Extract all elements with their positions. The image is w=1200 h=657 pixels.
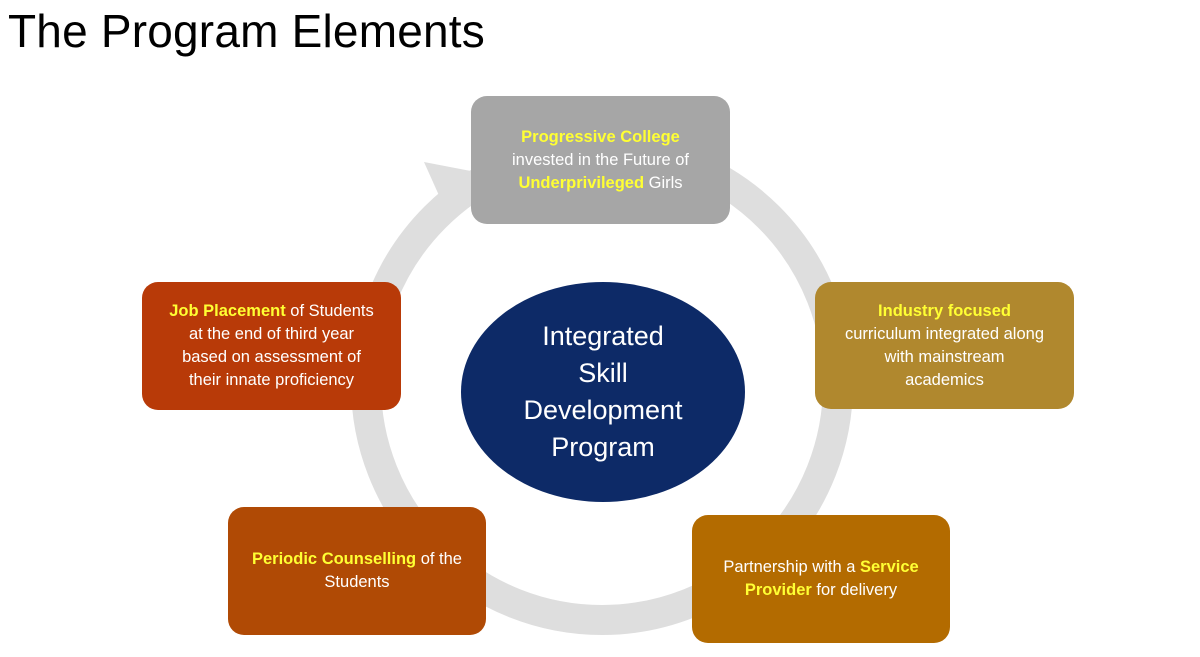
node-periodic-counselling: Periodic Counselling of the Students bbox=[228, 507, 486, 635]
cycle-arrow-head bbox=[424, 162, 476, 220]
page-title: The Program Elements bbox=[8, 5, 485, 57]
node-industry-focused: Industry focused curriculum integrated a… bbox=[815, 282, 1074, 409]
node-job-placement: Job Placement of Students at the end of … bbox=[142, 282, 401, 410]
node-industry-focused-line4: academics bbox=[905, 370, 984, 389]
center-line-1: Integrated bbox=[542, 321, 664, 351]
node-service-provider-highlight: Service bbox=[859, 558, 919, 576]
node-job-placement-line4: their innate proficiency bbox=[188, 371, 355, 389]
node-job-placement-highlight: Job Placement bbox=[169, 302, 286, 320]
node-progressive-college-rest: Girls bbox=[644, 173, 683, 192]
center-ellipse: Integrated Skill Development Program bbox=[461, 282, 745, 502]
node-periodic-counselling-rest: of the bbox=[416, 550, 462, 568]
node-service-provider-highlight2: Provider bbox=[744, 581, 812, 599]
node-progressive-college-highlight: Progressive College bbox=[521, 127, 680, 146]
center-line-2: Skill bbox=[578, 358, 628, 388]
node-service-provider: Partnership with a Service Provider for … bbox=[692, 515, 950, 643]
node-service-provider-rest: for delivery bbox=[811, 581, 898, 599]
node-job-placement-line3: based on assessment of bbox=[182, 348, 361, 366]
node-progressive-college: Progressive College invested in the Futu… bbox=[471, 96, 730, 224]
node-periodic-counselling-highlight: Periodic Counselling bbox=[252, 550, 417, 568]
node-service-provider-text: Partnership with a bbox=[723, 558, 860, 576]
node-industry-focused-line3: with mainstream bbox=[884, 347, 1005, 366]
node-progressive-college-line2: invested in the Future of bbox=[511, 150, 690, 169]
node-periodic-counselling-line2: Students bbox=[324, 573, 390, 591]
node-industry-focused-highlight: Industry focused bbox=[878, 301, 1011, 320]
center-line-3: Development bbox=[523, 395, 683, 425]
center-line-4: Program bbox=[551, 432, 655, 462]
node-job-placement-rest: of Students bbox=[285, 302, 374, 320]
node-progressive-college-highlight2: Underprivileged bbox=[518, 173, 645, 192]
node-industry-focused-line2: curriculum integrated along bbox=[844, 324, 1045, 343]
node-job-placement-line2: at the end of third year bbox=[188, 325, 355, 343]
